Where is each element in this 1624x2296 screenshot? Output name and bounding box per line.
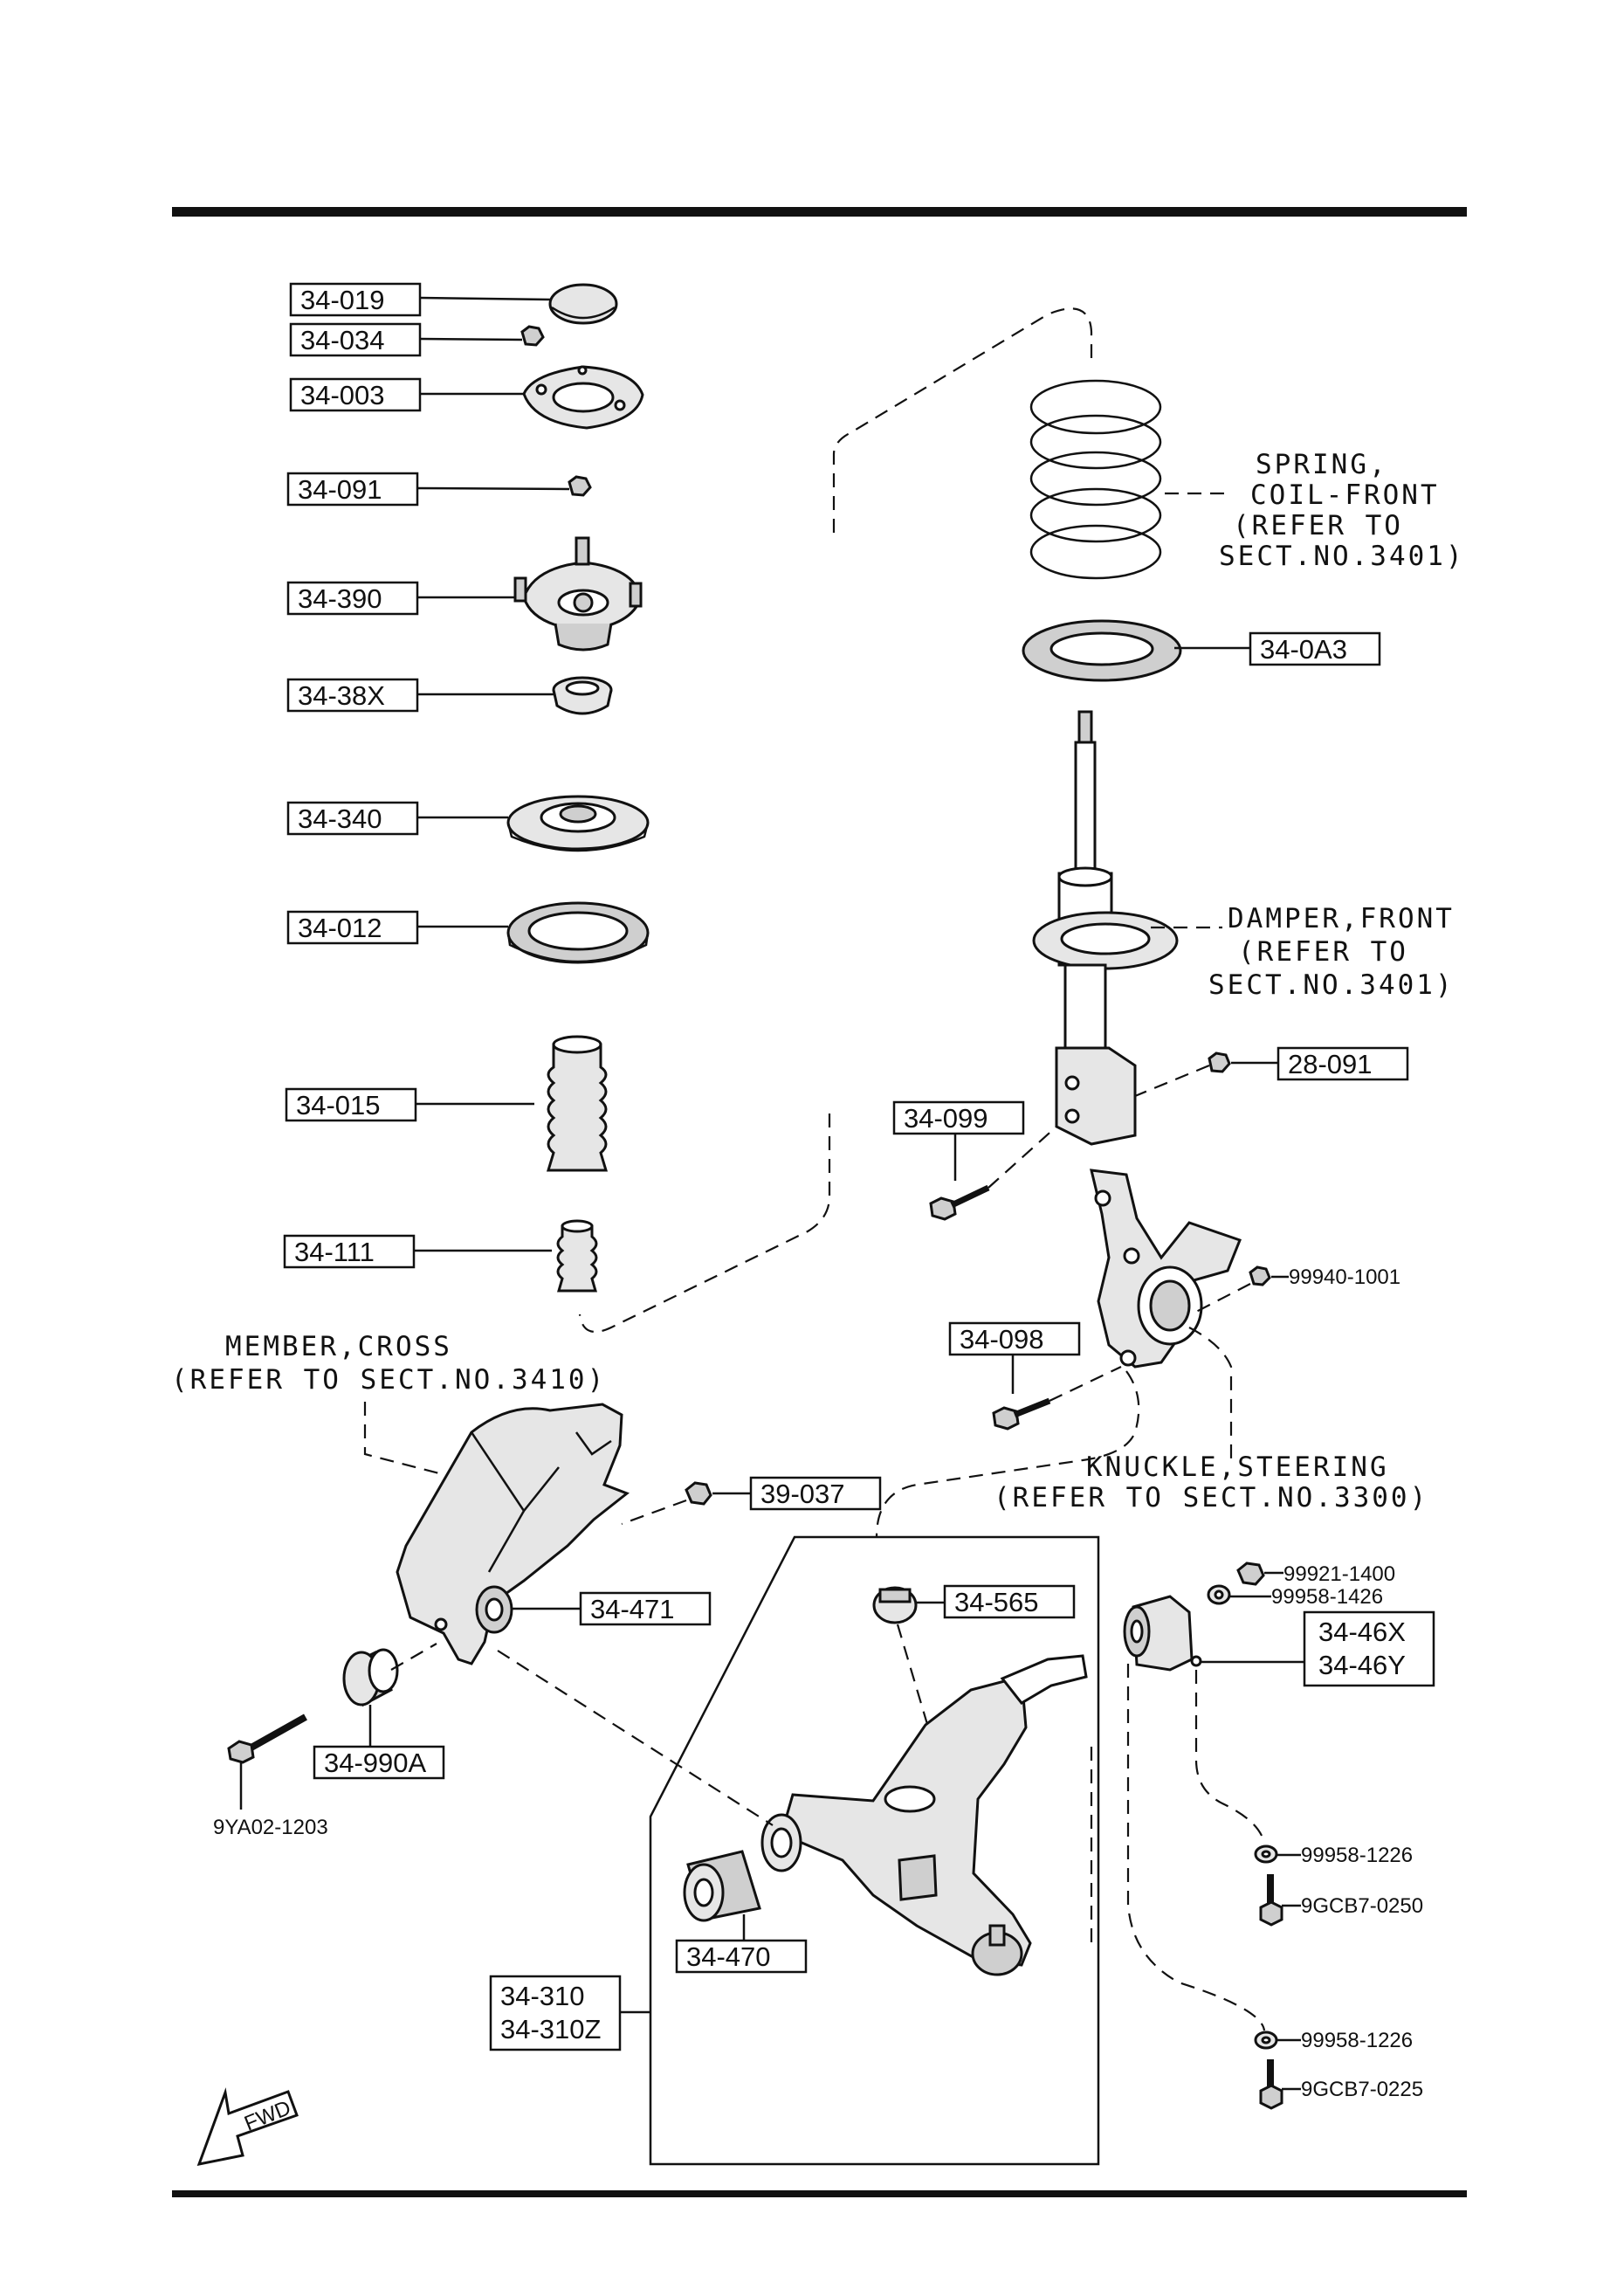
fwd-label: FWD	[241, 2096, 294, 2136]
part-label-34-111: 34-111	[294, 1237, 375, 1267]
bottom-rule	[172, 2190, 1467, 2197]
fwd-arrow-icon: FWD	[196, 2087, 299, 2166]
part-99958-1226-a: 99958-1226	[1254, 1844, 1413, 1867]
num-label-99958-1226-a: 99958-1226	[1301, 1844, 1413, 1867]
part-34-111: 34-111	[283, 1219, 598, 1293]
note-damper-2: (REFER TO	[1238, 936, 1408, 968]
part-34-019: 34-019	[289, 282, 618, 325]
damper-strut	[1032, 710, 1179, 1146]
part-label-34-310: 34-310	[500, 1981, 585, 2011]
num-label-99958-1426: 99958-1426	[1271, 1585, 1383, 1609]
num-label-9YA02-1203: 9YA02-1203	[213, 1816, 328, 1839]
num-label-99921-1400: 99921-1400	[1283, 1562, 1395, 1586]
top-rule	[172, 207, 1467, 217]
part-label-34-565: 34-565	[954, 1587, 1039, 1617]
part-9GCB7-0250: 9GCB7-0250	[1259, 1874, 1423, 1927]
part-9GCB7-0225: 9GCB7-0225	[1259, 2059, 1423, 2110]
note-knuckle-1: KNUCKLE,STEERING	[1086, 1451, 1389, 1483]
part-34-471: 34-471	[475, 1585, 712, 1634]
part-34-091: 34-091	[286, 472, 592, 507]
part-label-34-003: 34-003	[300, 380, 385, 410]
part-label-34-098: 34-098	[960, 1324, 1044, 1355]
part-34-015: 34-015	[285, 1035, 609, 1172]
note-knuckle-2: (REFER TO SECT.NO.3300)	[994, 1482, 1428, 1513]
part-34-0A3: 34-0A3	[1022, 619, 1381, 682]
part-label-34-990A: 34-990A	[324, 1748, 427, 1778]
part-34-46X: 34-46X 34-46Y	[1123, 1595, 1435, 1687]
part-label-34-034: 34-034	[300, 325, 385, 355]
part-34-099: 34-099	[892, 1100, 1025, 1221]
part-99958-1226-b: 99958-1226	[1254, 2029, 1413, 2052]
part-34-098: 34-098	[948, 1321, 1081, 1431]
part-label-34-099: 34-099	[904, 1103, 988, 1134]
part-label-34-340: 34-340	[298, 803, 382, 834]
cross-member	[396, 1403, 630, 1665]
part-label-34-015: 34-015	[296, 1090, 381, 1120]
part-34-390: 34-390	[286, 536, 643, 652]
part-label-39-037: 39-037	[760, 1479, 845, 1509]
part-99958-1426: 99958-1426	[1207, 1584, 1383, 1609]
part-34-003: 34-003	[289, 365, 644, 430]
steering-knuckle	[1090, 1169, 1242, 1369]
note-member-2: (REFER TO SECT.NO.3410)	[171, 1364, 606, 1396]
part-34-990A: 34-990A	[313, 1648, 445, 1780]
part-34-565: 34-565	[872, 1584, 1076, 1624]
part-label-34-38X: 34-38X	[298, 680, 385, 711]
note-damper-3: SECT.NO.3401)	[1208, 969, 1455, 1001]
part-label-34-012: 34-012	[298, 913, 382, 943]
part-34-470: 34-470	[675, 1850, 808, 1974]
part-34-034: 34-034	[289, 322, 545, 357]
part-9YA02-1203: 9YA02-1203	[213, 1713, 328, 1839]
lower-arm-group-outline	[649, 1535, 1100, 2166]
num-label-99958-1226-b: 99958-1226	[1301, 2029, 1413, 2052]
note-spring-3: (REFER TO	[1233, 510, 1403, 541]
part-label-34-390: 34-390	[298, 583, 382, 614]
part-34-38X: 34-38X	[286, 676, 613, 715]
part-label-34-0A3: 34-0A3	[1260, 634, 1347, 665]
note-damper-1: DAMPER,FRONT	[1228, 903, 1455, 934]
part-label-34-470: 34-470	[686, 1941, 771, 1972]
part-28-091: 28-091	[1208, 1046, 1409, 1081]
lower-control-arm	[760, 1654, 1088, 1976]
num-label-9GCB7-0225: 9GCB7-0225	[1301, 2078, 1423, 2101]
note-spring-4: SECT.NO.3401)	[1219, 541, 1465, 572]
num-label-99940-1001: 99940-1001	[1289, 1265, 1400, 1289]
guide-line-left	[578, 1114, 831, 1334]
part-39-037: 39-037	[685, 1476, 882, 1511]
part-label-34-310Z: 34-310Z	[500, 2014, 601, 2044]
note-spring-1: SPRING,	[1256, 449, 1388, 480]
note-spring-2: COIL-FRONT	[1250, 479, 1440, 511]
part-label-28-091: 28-091	[1288, 1049, 1373, 1079]
part-label-34-46X: 34-46X	[1318, 1617, 1406, 1647]
coil-spring	[1029, 379, 1162, 580]
part-99921-1400: 99921-1400	[1236, 1562, 1395, 1586]
part-34-340: 34-340	[286, 795, 650, 852]
part-99940-1001: 99940-1001	[1249, 1265, 1400, 1289]
part-label-34-019: 34-019	[300, 285, 385, 315]
note-member-1: MEMBER,CROSS	[225, 1331, 452, 1362]
part-label-34-471: 34-471	[590, 1594, 675, 1624]
part-34-012: 34-012	[286, 901, 650, 964]
num-label-9GCB7-0250: 9GCB7-0250	[1301, 1894, 1423, 1918]
part-label-34-46Y: 34-46Y	[1318, 1650, 1406, 1680]
part-34-310: 34-310 34-310Z	[489, 1975, 650, 2051]
part-label-34-091: 34-091	[298, 474, 382, 505]
